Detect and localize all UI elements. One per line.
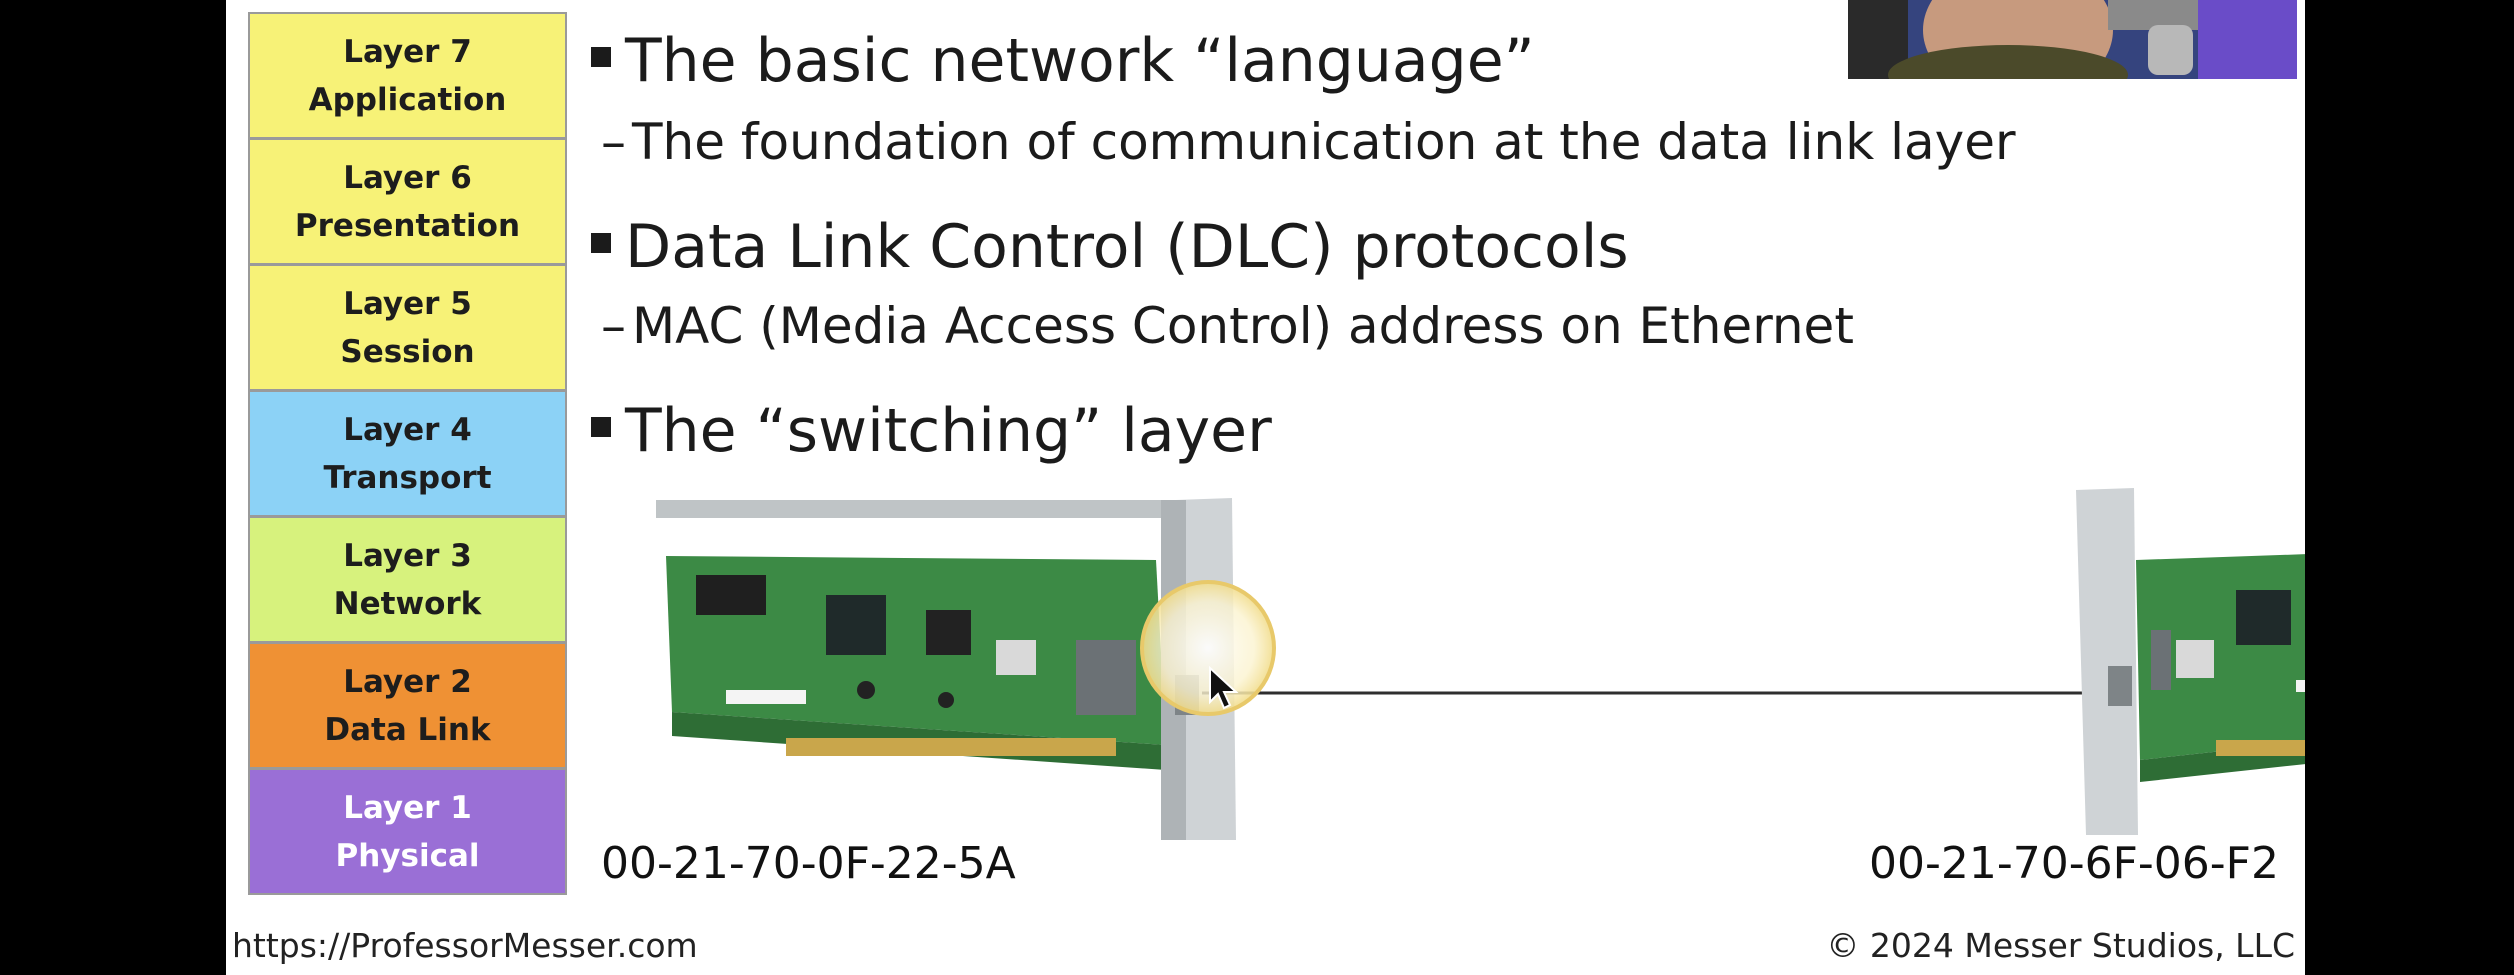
layer-name: Application bbox=[308, 81, 507, 118]
square-bullet-icon bbox=[591, 233, 611, 253]
dash-bullet-icon: – bbox=[601, 113, 626, 171]
layer-number: Layer 4 bbox=[343, 411, 472, 448]
layer-number: Layer 2 bbox=[343, 663, 472, 700]
bullet-3-text: The “switching” layer bbox=[625, 396, 1272, 466]
right-network-card-icon bbox=[2076, 488, 2305, 835]
dash-bullet-icon: – bbox=[601, 297, 626, 355]
footer-url-link[interactable]: https://ProfessorMesser.com bbox=[232, 926, 698, 965]
layer-name: Data Link bbox=[324, 711, 491, 748]
slide: Layer 7 Application Layer 6 Presentation… bbox=[226, 0, 2305, 975]
right-mac-address: 00-21-70-6F-06-F2 bbox=[1869, 838, 2279, 889]
bullet-1: The basic network “language” bbox=[591, 26, 1535, 96]
bullet-3: The “switching” layer bbox=[591, 396, 1272, 466]
layer-number: Layer 5 bbox=[343, 285, 472, 322]
mouse-pointer-icon bbox=[1140, 580, 1276, 716]
layer-name: Presentation bbox=[294, 207, 521, 244]
bullet-2-sub-text: MAC (Media Access Control) address on Et… bbox=[632, 297, 1854, 355]
layer-name: Network bbox=[333, 585, 482, 622]
bullet-1-text: The basic network “language” bbox=[625, 26, 1535, 96]
square-bullet-icon bbox=[591, 47, 611, 67]
layer-7-application: Layer 7 Application bbox=[248, 12, 567, 139]
layer-name: Physical bbox=[335, 837, 480, 874]
nic-diagram bbox=[656, 488, 2305, 840]
left-mac-address: 00-21-70-0F-22-5A bbox=[601, 838, 1016, 889]
osi-layer-stack: Layer 7 Application Layer 6 Presentation… bbox=[248, 12, 567, 896]
bullet-1-sub: –The foundation of communication at the … bbox=[601, 113, 2016, 171]
bullet-2-text: Data Link Control (DLC) protocols bbox=[625, 212, 1629, 282]
presenter-video-icon bbox=[1848, 0, 2297, 79]
footer-copyright: © 2024 Messer Studios, LLC bbox=[1826, 926, 2295, 965]
layer-1-physical: Layer 1 Physical bbox=[248, 768, 567, 895]
layer-2-data-link: Layer 2 Data Link bbox=[248, 642, 567, 769]
layer-name: Session bbox=[340, 333, 475, 370]
layer-3-network: Layer 3 Network bbox=[248, 516, 567, 643]
layer-6-presentation: Layer 6 Presentation bbox=[248, 138, 567, 265]
bullet-2: Data Link Control (DLC) protocols bbox=[591, 212, 1629, 282]
layer-number: Layer 6 bbox=[343, 159, 472, 196]
bullet-1-sub-text: The foundation of communication at the d… bbox=[632, 113, 2016, 171]
layer-4-transport: Layer 4 Transport bbox=[248, 390, 567, 517]
layer-name: Transport bbox=[323, 459, 492, 496]
layer-number: Layer 3 bbox=[343, 537, 472, 574]
webcam-overlay bbox=[1848, 0, 2297, 79]
square-bullet-icon bbox=[591, 417, 611, 437]
layer-number: Layer 7 bbox=[343, 33, 472, 70]
layer-number: Layer 1 bbox=[343, 789, 472, 826]
bullet-2-sub: –MAC (Media Access Control) address on E… bbox=[601, 297, 1854, 355]
